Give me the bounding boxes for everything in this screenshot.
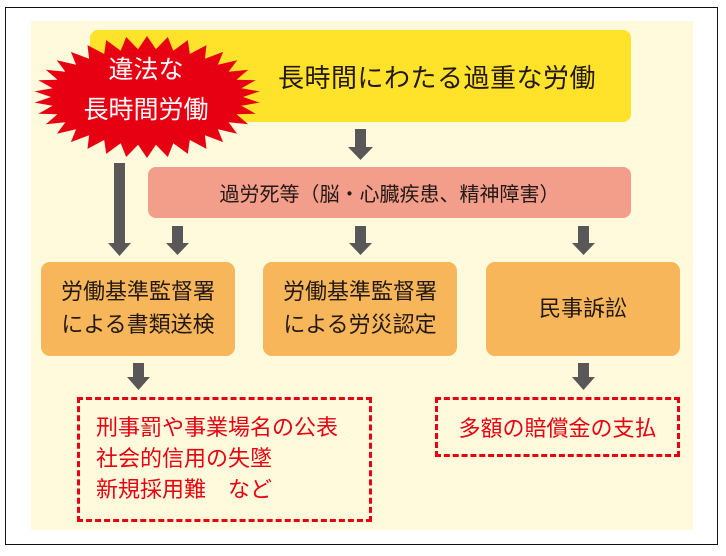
starburst-shape <box>34 36 260 158</box>
starburst-polygon <box>34 36 260 158</box>
consequence-line: 新規採用難 など <box>96 478 273 503</box>
starburst-line1: 違法な <box>108 55 184 84</box>
middle-box-label: 過労死等（脳・心臓疾患、精神障害） <box>219 182 560 206</box>
outer-frame <box>5 7 718 545</box>
outcome-line1: 労働基準監督署 <box>60 280 215 305</box>
outcome-line1: 労働基準監督署 <box>282 280 437 305</box>
starburst-line2: 長時間労働 <box>83 95 209 124</box>
consequence-line: 刑事罰や事業場名の公表 <box>96 416 339 441</box>
outcome-box-civil-suit: 民事訴訟 <box>486 262 680 356</box>
consequence-box-compensation: 多額の賠償金の支払 <box>435 397 680 457</box>
consequence-line: 社会的信用の失墜 <box>96 447 273 472</box>
top-box-label: 長時間にわたる過重な労働 <box>278 63 597 94</box>
outcome-box-prosecution: 労働基準監督署 による書類送検 <box>41 262 235 356</box>
outcome-line2: による労災認定 <box>283 313 437 338</box>
consequence-box-penalties: 刑事罰や事業場名の公表 社会的信用の失墜 新規採用難 など <box>77 397 372 522</box>
consequence-line: 多額の賠償金の支払 <box>458 417 657 442</box>
outcome-box-workers-comp: 労働基準監督署 による労災認定 <box>263 262 457 356</box>
starburst-label: 違法な 長時間労働 <box>36 50 256 130</box>
outcome-line2: による書類送検 <box>61 313 215 338</box>
middle-box-karoshi: 過労死等（脳・心臓疾患、精神障害） <box>148 167 631 218</box>
outcome-line1: 民事訴訟 <box>538 296 627 322</box>
